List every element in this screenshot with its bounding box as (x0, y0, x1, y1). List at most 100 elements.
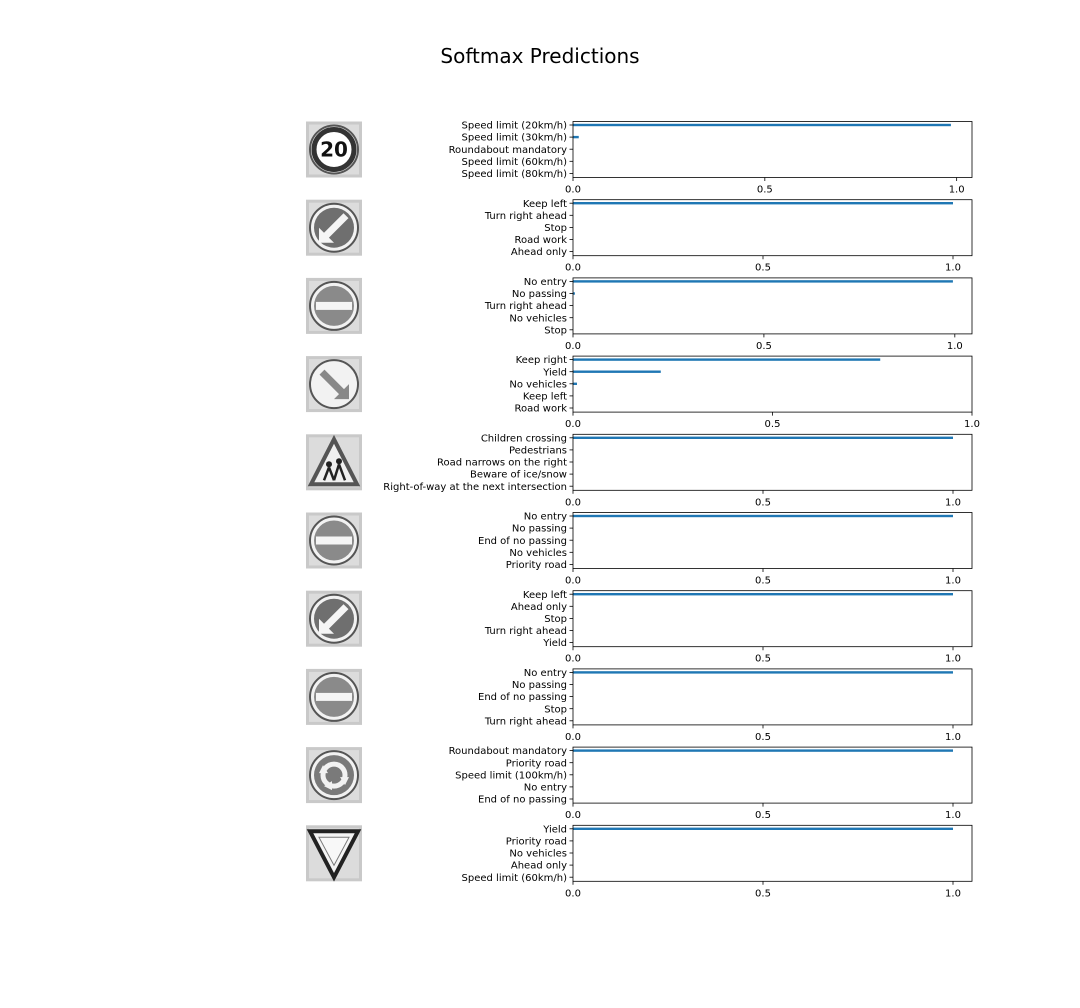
category-label: Road work (515, 235, 568, 246)
x-tick-label: 0.0 (565, 263, 581, 274)
roundabout-arrowhead (324, 781, 332, 791)
x-tick-label: 0.0 (565, 810, 581, 821)
roundabout-disc (314, 755, 354, 796)
category-label: Speed limit (80km/h) (462, 169, 568, 180)
category-label: Turn right ahead (484, 716, 567, 727)
speed-number-glyph: 20 (320, 138, 348, 162)
no-entry-bar (316, 692, 352, 701)
x-tick-label: 1.0 (945, 810, 961, 821)
category-label: End of no passing (478, 795, 567, 806)
plot-frame (572, 512, 973, 569)
category-label: Priority road (506, 837, 567, 848)
category-label: Turn right ahead (484, 626, 567, 637)
probability-bar (573, 280, 953, 283)
warning-triangle (307, 434, 361, 487)
category-label: Speed limit (20km/h) (462, 121, 568, 132)
category-label: Turn right ahead (484, 211, 567, 222)
keep-right-sign-icon (306, 356, 362, 413)
yield-inner-triangle (318, 836, 350, 867)
probability-bar (573, 292, 575, 295)
category-label: Speed limit (30km/h) (462, 133, 568, 144)
arrow-shaft (323, 604, 349, 630)
category-label: Beware of ice/snow (470, 470, 567, 481)
keep-left-sign-icon (306, 590, 362, 647)
category-label: Children crossing (481, 433, 567, 444)
roundabout-arrowhead (340, 777, 349, 786)
plot-frame (572, 277, 973, 335)
x-tick-label: 1.0 (945, 497, 961, 508)
x-tick-label: 0.0 (565, 497, 581, 508)
category-label: Stop (544, 223, 567, 234)
category-label: No vehicles (509, 849, 567, 860)
category-label: Road work (515, 404, 568, 415)
category-label: Speed limit (60km/h) (462, 873, 568, 884)
category-label: Keep left (523, 590, 567, 601)
arrow-head (334, 384, 349, 400)
plot-frame (572, 433, 973, 491)
plot-frame (572, 590, 973, 648)
probability-bar (573, 514, 953, 518)
x-tick-label: 0.5 (765, 419, 781, 430)
category-label: No passing (512, 680, 567, 691)
child-figure-head (336, 458, 342, 465)
category-label: Keep left (523, 199, 567, 210)
category-label: Turn right ahead (484, 301, 567, 312)
prediction-panel: 20 Speed limit (20km/h)Speed limit (30km/… (306, 121, 973, 196)
plot-frame (572, 824, 973, 882)
probability-bar (573, 202, 953, 205)
category-label: Priority road (506, 758, 567, 769)
x-tick-label: 1.0 (945, 576, 961, 587)
category-label: Ahead only (511, 602, 567, 613)
x-tick-label: 0.5 (755, 810, 771, 821)
category-label: End of no passing (478, 692, 567, 703)
x-tick-label: 1.0 (945, 732, 961, 743)
x-tick-label: 0.5 (755, 263, 771, 274)
arrow-shaft (319, 369, 345, 395)
no-entry-sign-icon (306, 512, 362, 569)
plot-frame (572, 746, 973, 804)
plot-frame (572, 668, 973, 726)
speed-ring (311, 127, 357, 172)
yield-sign-icon (306, 825, 362, 882)
category-label: Roundabout mandatory (449, 746, 568, 757)
roundabout-ring (320, 761, 348, 789)
children-crossing-sign-icon (306, 434, 362, 491)
probability-bar (573, 671, 953, 674)
category-label: Priority road (506, 560, 567, 571)
category-label: Speed limit (100km/h) (455, 770, 567, 781)
category-label: No vehicles (509, 548, 567, 559)
category-label: Ahead only (511, 247, 567, 258)
x-tick-label: 0.0 (565, 654, 581, 665)
speed-limit-20-sign-icon: 20 (306, 121, 362, 178)
x-tick-label: 0.5 (756, 341, 772, 352)
probability-bar (573, 593, 953, 596)
x-tick-label: 1.0 (945, 263, 961, 274)
probability-bar (573, 135, 579, 139)
x-tick-label: 0.0 (565, 888, 581, 899)
probability-bar (573, 436, 953, 439)
child-figure-head (326, 461, 332, 468)
x-tick-label: 1.0 (947, 341, 963, 352)
arrow-head (319, 618, 334, 634)
x-tick-label: 0.0 (565, 732, 581, 743)
category-label: Right-of-way at the next intersection (383, 482, 567, 493)
no-entry-sign-icon (306, 668, 362, 725)
no-entry-bar (316, 301, 352, 310)
category-label: No entry (524, 512, 567, 523)
category-label: No entry (524, 668, 567, 679)
probability-bar (573, 827, 953, 830)
probability-bar (573, 358, 881, 361)
x-tick-label: 1.0 (949, 185, 965, 196)
roundabout-arrowhead (319, 765, 328, 774)
category-label: No vehicles (509, 313, 567, 324)
category-label: No entry (524, 277, 567, 288)
x-tick-label: 0.0 (565, 419, 581, 430)
x-tick-label: 0.5 (755, 888, 771, 899)
